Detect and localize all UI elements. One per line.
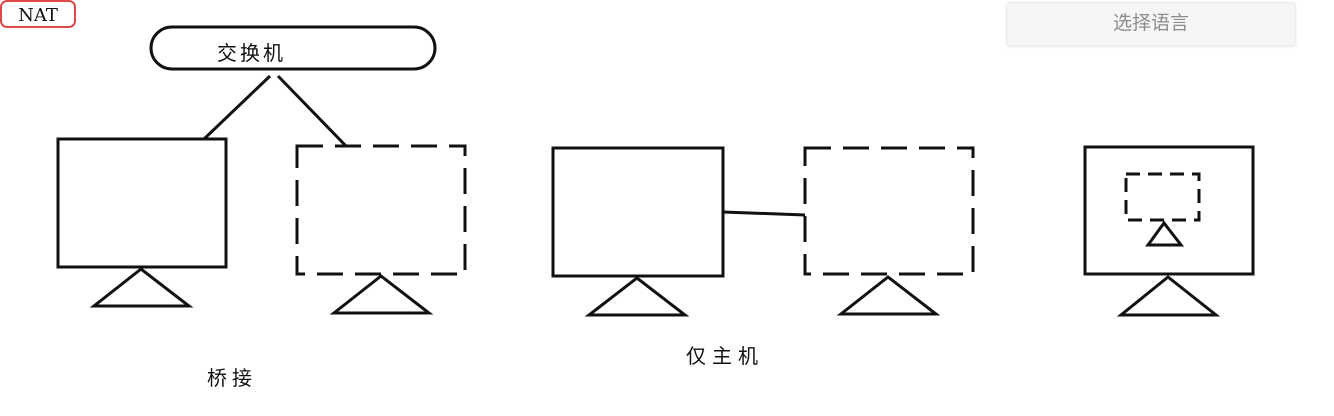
nat-mode-label: NAT (0, 0, 76, 28)
hostonly-vm-monitor (803, 146, 975, 276)
bridge-host-stand (89, 267, 194, 308)
hostonly-vm-stand (836, 275, 941, 316)
hostonly-host-stand (584, 276, 690, 317)
nat-inner-vm-monitor (1124, 172, 1201, 222)
hostonly-host-monitor (551, 146, 725, 278)
host-only-mode-label: 仅主机 (686, 344, 764, 368)
nat-inner-vm-stand (1145, 220, 1185, 247)
nat-host-stand (1116, 275, 1221, 317)
nat-host-monitor (1083, 145, 1255, 276)
hostonly-link (722, 210, 806, 217)
switch-link-to-host (202, 74, 272, 141)
bridge-vm-stand (329, 274, 434, 315)
bridge-mode-label: 桥接 (207, 366, 257, 390)
select-language-button[interactable]: 选择语言 (1006, 2, 1296, 46)
bridge-vm-monitor (295, 144, 467, 276)
switch-node (149, 25, 437, 71)
switch-label: 交换机 (217, 41, 286, 65)
bridge-host-monitor (56, 137, 228, 269)
switch-link-to-vm (276, 74, 348, 148)
